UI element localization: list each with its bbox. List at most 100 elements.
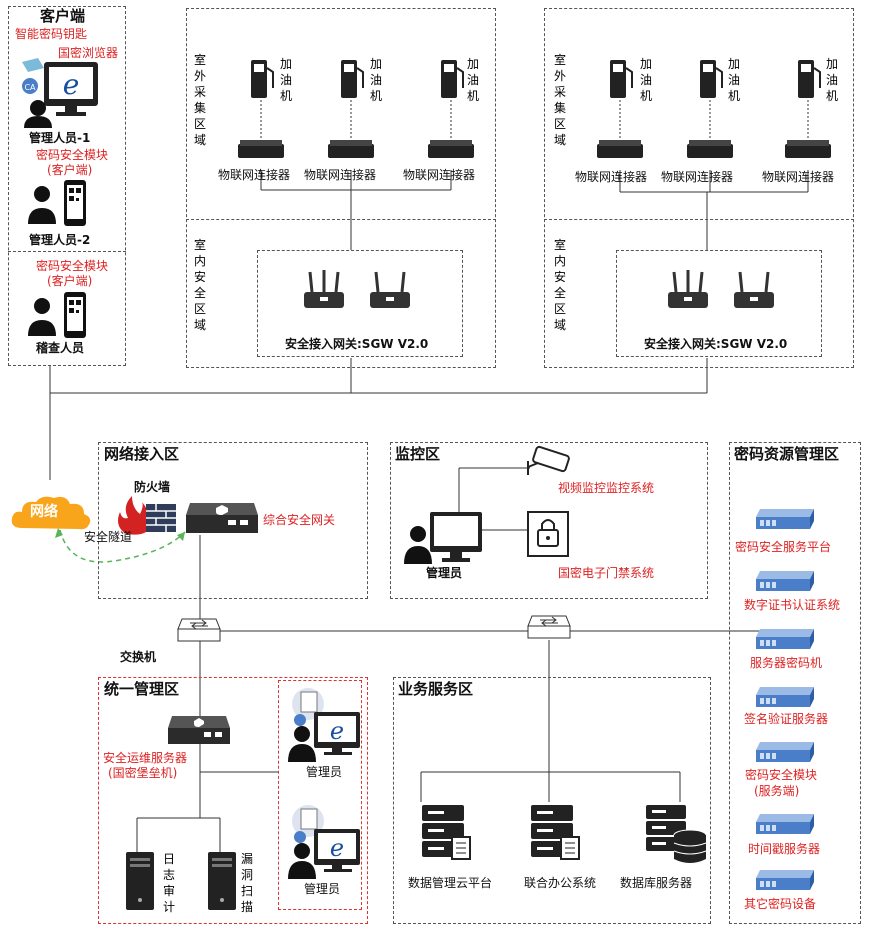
- iot-connector-label: 物联网连接器: [403, 168, 476, 182]
- admin-pc-icon: [404, 512, 482, 564]
- cloud-icon: [11, 496, 91, 530]
- server-rack-icon: [756, 571, 814, 591]
- crypto-item-label: 时间戳服务器: [748, 842, 821, 856]
- router-icon: [734, 271, 774, 308]
- iot-connector-icon: [328, 140, 374, 158]
- iot-connector-label: 物联网连接器: [304, 168, 377, 182]
- crypto-item-label: 其它密码设备: [744, 897, 817, 911]
- fuel-dispenser-icon: [341, 60, 364, 98]
- router-icon: [304, 270, 344, 308]
- server-rack-icon: [756, 814, 814, 834]
- unified-admin1-label: 管理员: [306, 765, 343, 779]
- business-item-label: 数据管理云平台: [408, 876, 493, 890]
- site-a-indoor-label: 室内安全区域: [193, 238, 206, 332]
- smart-key-label: 智能密码钥匙: [15, 27, 88, 41]
- server-rack-icon: [756, 509, 814, 529]
- site-b-outdoor-label: 室外采集区域: [553, 53, 566, 147]
- business-zone-title: 业务服务区: [398, 680, 474, 698]
- fuel-dispenser-icon: [251, 60, 274, 98]
- business-item-label: 数据库服务器: [620, 876, 693, 890]
- monitoring-zone: [390, 442, 708, 599]
- iot-connector-label: 物联网连接器: [218, 168, 291, 182]
- office-system-server-icon: [531, 805, 580, 860]
- svg-text:e: e: [63, 68, 80, 101]
- business-item-label: 联合办公系统: [524, 876, 597, 890]
- dispenser-label: 加油机: [279, 57, 292, 103]
- crypto-item-label: 服务器密码机: [750, 656, 823, 670]
- cloud-platform-server-icon: [422, 805, 471, 860]
- dispenser-label: 加油机: [466, 57, 479, 103]
- site-a-outdoor-label: 室外采集区域: [193, 53, 206, 147]
- svg-text:e: e: [330, 834, 344, 862]
- client-side2-label: (客户端): [47, 274, 93, 288]
- unified-admin2-label: 管理员: [304, 882, 341, 896]
- crypto-item-label: 密码安全服务平台: [735, 540, 832, 554]
- inspector-label: 稽查人员: [36, 341, 85, 355]
- cloud-label: 网络: [30, 504, 58, 520]
- switch-label: 交换机: [120, 650, 157, 664]
- firewall-label: 防火墙: [134, 480, 171, 494]
- camera-icon: [527, 445, 570, 475]
- dispenser-label: 加油机: [825, 57, 838, 103]
- iot-connector-icon: [238, 140, 284, 158]
- crypto-module-label: 密码安全模块: [36, 148, 109, 162]
- site-b-gateway-label: 安全接入网关:SGW V2.0: [644, 337, 788, 351]
- network-zone-title: 网络接入区: [104, 445, 180, 463]
- iot-connector-label: 物联网连接器: [762, 170, 835, 184]
- door-lock-icon: [527, 511, 569, 557]
- crypto-resource-zone: [729, 442, 861, 924]
- crypto-item-label: 签名验证服务器: [744, 712, 829, 726]
- dispenser-label: 加油机: [639, 57, 652, 103]
- security-gateway-label: 综合安全网关: [263, 513, 336, 527]
- crypto-item-label: 密码安全模块: [745, 768, 818, 782]
- svg-text:e: e: [330, 717, 344, 745]
- iot-connector-icon: [785, 140, 831, 158]
- admin1-label: 管理人员-1: [29, 131, 91, 145]
- svg-text:CA: CA: [24, 83, 36, 92]
- unified-zone-title: 统一管理区: [104, 680, 180, 698]
- database-server-icon: [646, 805, 707, 863]
- router-icon: [370, 271, 410, 308]
- iot-connector-label: 物联网连接器: [661, 170, 734, 184]
- log-audit-label: 日志审计: [162, 852, 175, 914]
- client-side-label: (客户端): [47, 163, 93, 177]
- monitor-zone-title: 监控区: [395, 445, 441, 463]
- door-system-label: 国密电子门禁系统: [558, 566, 655, 580]
- client-zone-title: 客户端: [40, 7, 86, 25]
- fuel-dispenser-icon: [700, 60, 723, 98]
- dispenser-label: 加油机: [369, 57, 382, 103]
- admin-pc-icon: e: [288, 805, 360, 879]
- admin2-phone-icon: [28, 180, 86, 226]
- site-a-zone: [186, 8, 496, 368]
- crypto-item-label: 数字证书认证系统: [744, 598, 841, 612]
- security-gateway-icon: [186, 503, 258, 533]
- vuln-scan-label: 漏洞扫描: [240, 852, 253, 914]
- admin-pc-icon: e CA: [22, 58, 98, 128]
- fuel-dispenser-icon: [610, 60, 633, 98]
- server-rack-icon: [756, 687, 814, 707]
- dispenser-label: 加油机: [727, 57, 740, 103]
- fuel-dispenser-icon: [798, 60, 821, 98]
- log-audit-pc-icon: [126, 852, 154, 910]
- iot-connector-icon: [597, 140, 643, 158]
- unified-mgmt-zone: [98, 677, 368, 924]
- business-zone: [393, 677, 711, 924]
- tunnel-label: 安全隧道: [84, 530, 133, 544]
- site-b-gateway-box: [616, 250, 822, 357]
- admin2-label: 管理人员-2: [29, 233, 91, 247]
- site-a-gateway-box: [257, 250, 463, 357]
- unified-admin-box: [278, 680, 362, 910]
- crypto-item-sub-label: (服务端): [754, 784, 800, 798]
- monitor-admin-label: 管理员: [426, 566, 463, 580]
- client-zone: [8, 6, 126, 366]
- fuel-dispenser-icon: [441, 60, 464, 98]
- video-system-label: 视频监控监控系统: [558, 481, 655, 495]
- crypto-module2-label: 密码安全模块: [36, 259, 109, 273]
- server-rack-icon: [756, 870, 814, 890]
- browser-label: 国密浏览器: [58, 46, 119, 60]
- firewall-icon: [118, 496, 176, 535]
- server-rack-icon: [756, 742, 814, 762]
- iot-connector-label: 物联网连接器: [575, 170, 648, 184]
- server-rack-icon: [756, 629, 814, 649]
